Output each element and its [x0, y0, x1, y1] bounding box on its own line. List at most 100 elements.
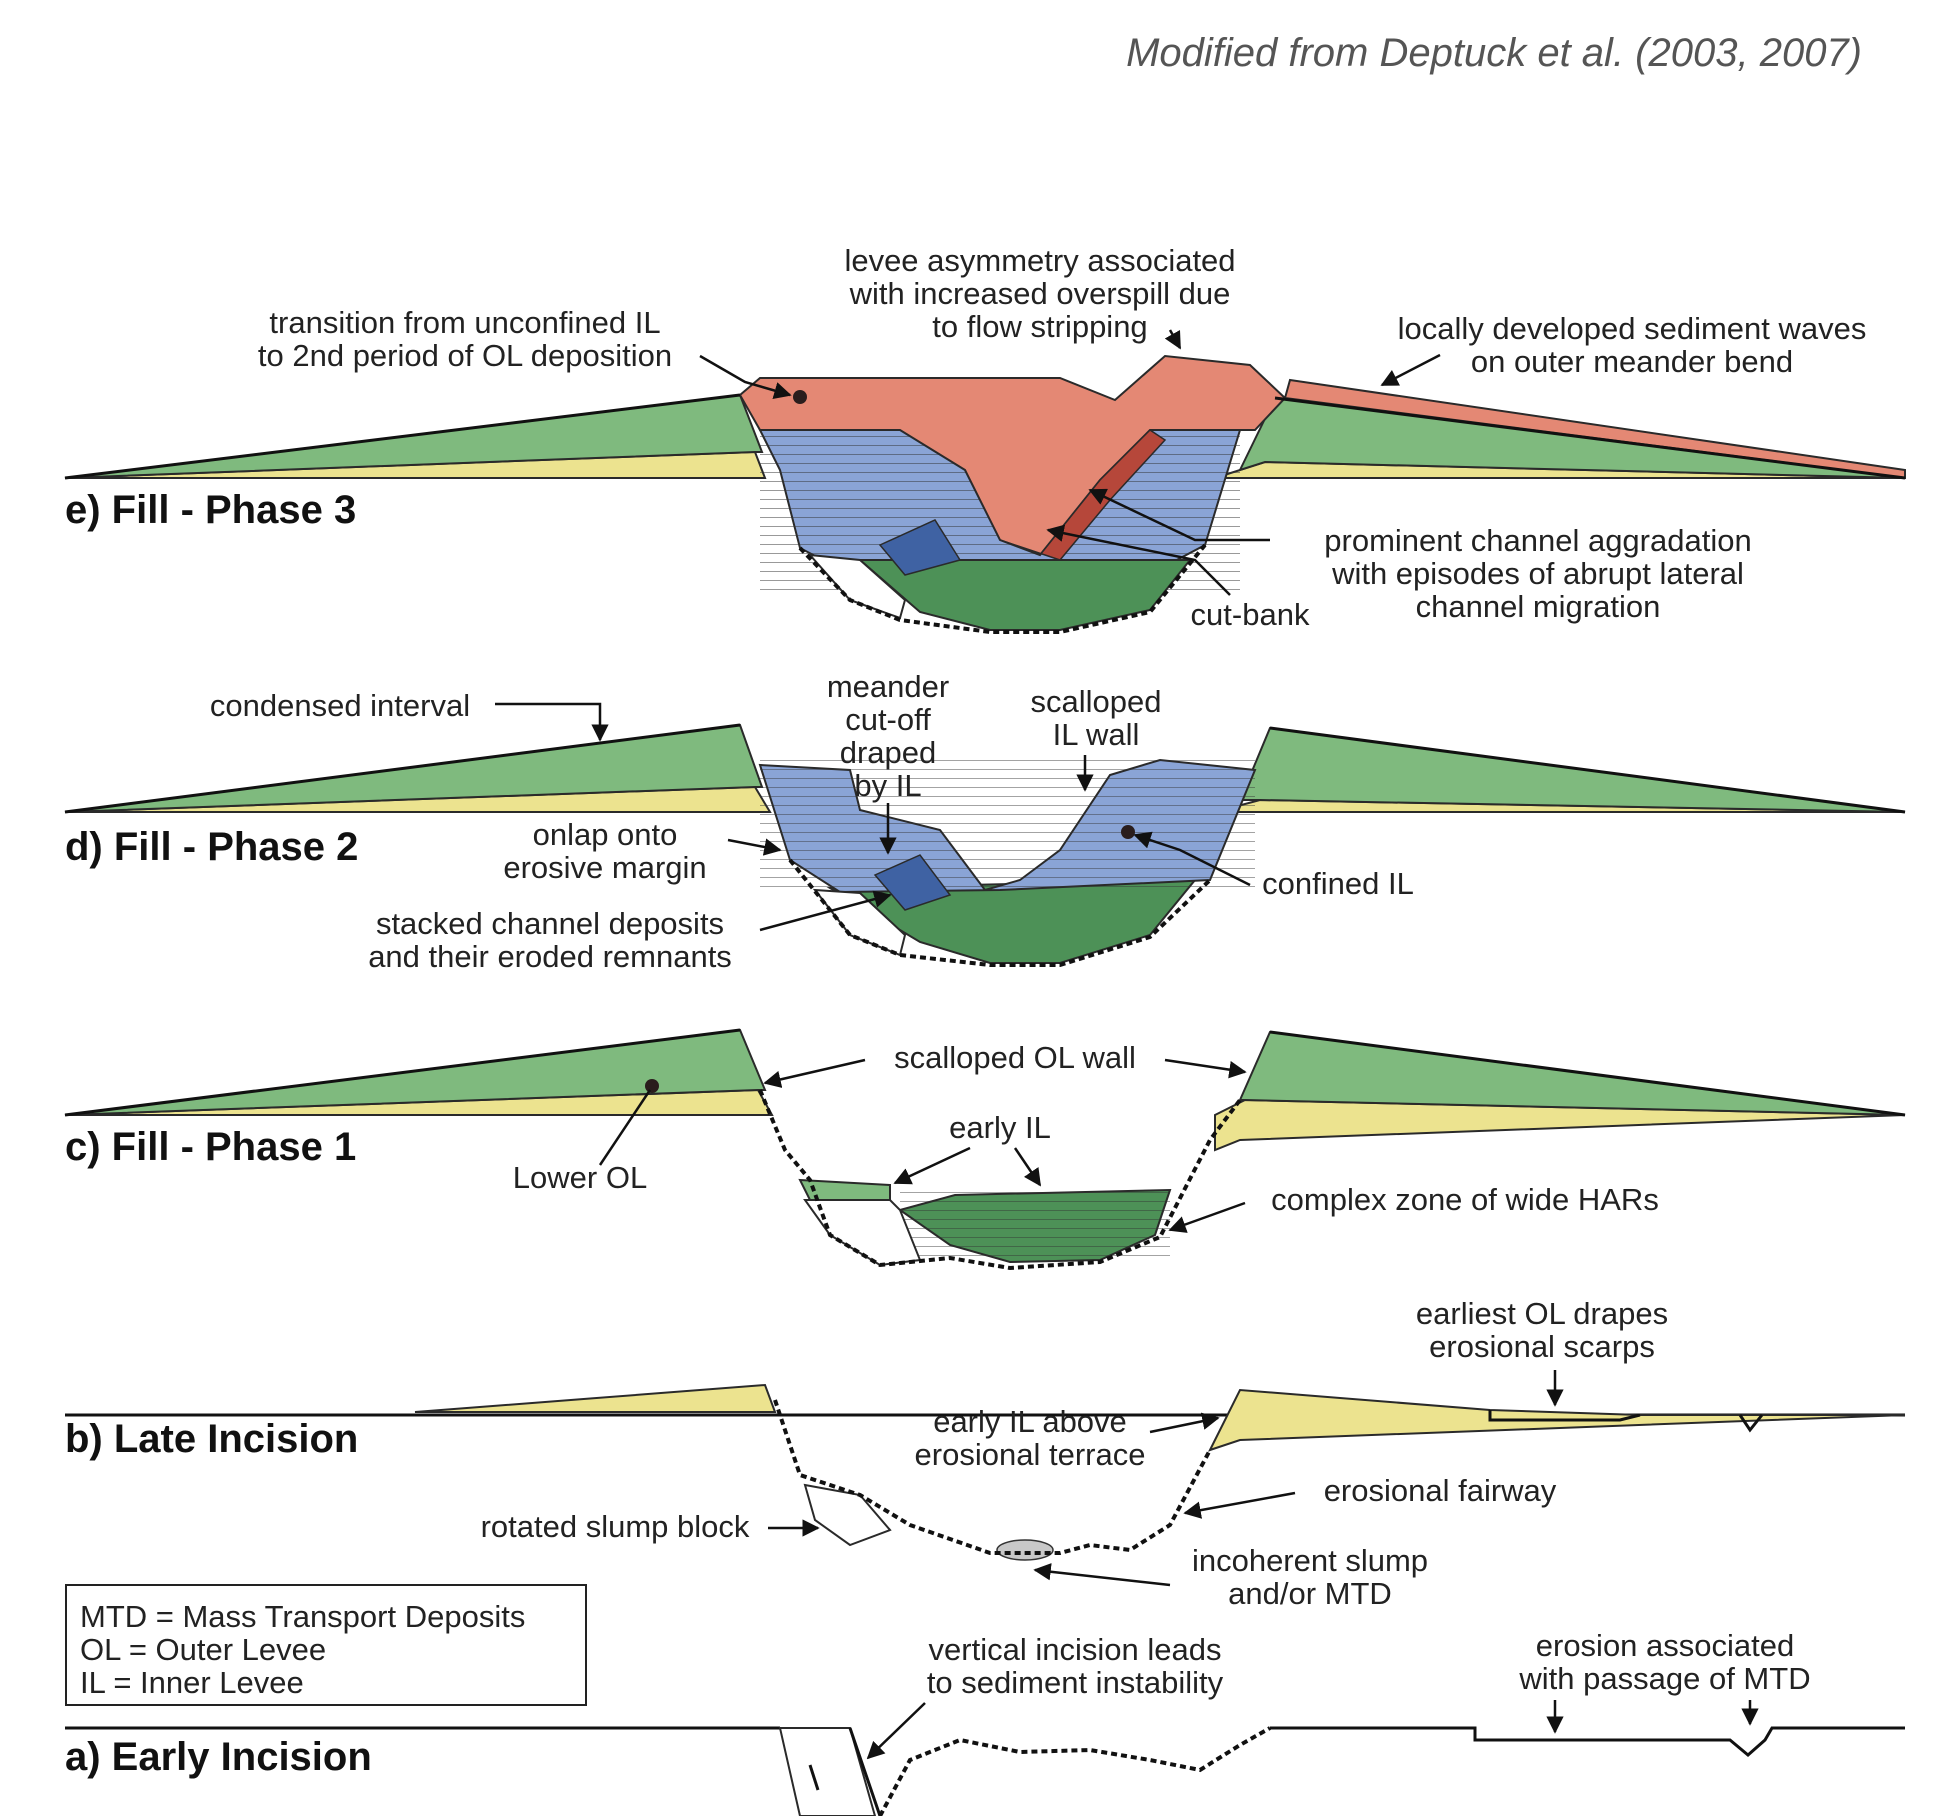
annotation-text: to sediment instability: [927, 1665, 1224, 1700]
surface-right: [1269, 1030, 1906, 1117]
annotation-text: incoherent slump: [1192, 1543, 1428, 1578]
arrow: [1183, 1491, 1296, 1519]
lower-outer-levee-left: [414, 1383, 777, 1413]
phase-3-fill: [738, 354, 1287, 557]
erosion-surface: [878, 1726, 1271, 1816]
erosion-base: [758, 1089, 1242, 1271]
arrow: [1046, 524, 1231, 596]
annotation-text: erosional terrace: [915, 1437, 1146, 1472]
panel-c-fill-phase-1: c) Fill - Phase 1 scalloped OL wall earl…: [64, 1028, 1906, 1271]
annotation-text: channel migration: [1416, 589, 1661, 624]
slump-wedge: [778, 1727, 877, 1816]
slump-mark: [808, 1764, 820, 1791]
leader-line: [598, 1089, 652, 1166]
annotation-text: Lower OL: [513, 1160, 647, 1195]
annotation-text: erosional fairway: [1324, 1473, 1557, 1508]
annotation-text: on outer meander bend: [1471, 344, 1793, 379]
annotation-text: rotated slump block: [481, 1509, 750, 1544]
annotation-text: prominent channel aggradation: [1324, 523, 1751, 558]
annotation-text: vertical incision leads: [929, 1632, 1222, 1667]
annotation-text: by IL: [854, 768, 921, 803]
legend-line-il: IL = Inner Levee: [80, 1665, 304, 1700]
arrow: [893, 1146, 971, 1185]
annotation-text: and their eroded remnants: [368, 939, 732, 974]
marker-dot: [793, 390, 807, 404]
arrow: [1380, 353, 1441, 387]
annotation-text: scalloped OL wall: [894, 1040, 1136, 1075]
annotation-text: and/or MTD: [1228, 1576, 1392, 1611]
annotation-text: condensed interval: [210, 688, 470, 723]
stacked-channel-deposit: [873, 854, 952, 911]
annotation-text: to 2nd period of OL deposition: [258, 338, 672, 373]
annotation-text: scalloped: [1031, 684, 1162, 719]
panel-b-label: b) Late Incision: [65, 1417, 358, 1461]
datum-line-right: [1270, 1726, 1905, 1757]
annotation-text: transition from unconfined IL: [269, 305, 660, 340]
annotation-text: erosive margin: [503, 850, 706, 885]
scarp: [1488, 1410, 1641, 1422]
annotation-text: with increased overspill due: [849, 276, 1231, 311]
annotation-text: locally developed sediment waves: [1398, 311, 1867, 346]
annotation-text: cut-bank: [1191, 597, 1310, 632]
arrow: [1164, 1058, 1247, 1079]
annotation-text: erosion associated: [1536, 1628, 1795, 1663]
annotation-text: draped: [840, 735, 937, 770]
panel-c-label: c) Fill - Phase 1: [65, 1125, 356, 1169]
arrow: [1168, 1201, 1246, 1233]
arrow: [866, 1702, 926, 1760]
arrow: [1033, 1563, 1171, 1587]
erosion-surface: [773, 1399, 1212, 1555]
panel-e-fill-phase-3: e) Fill - Phase 3 transition from unconf…: [64, 243, 1906, 634]
arrow: [1164, 329, 1182, 350]
legend-line-ol: OL = Outer Levee: [80, 1632, 326, 1667]
panel-b-late-incision: b) Late Incision earliest OL drapes eros…: [65, 1296, 1906, 1611]
phase-3-channel-axis: [999, 429, 1167, 561]
notch: [1738, 1414, 1764, 1433]
legend-line-mtd: MTD = Mass Transport Deposits: [80, 1599, 525, 1634]
panel-a-early-incision: a) Early Incision vertical incision lead…: [65, 1628, 1905, 1816]
arrow: [1013, 1147, 1042, 1187]
annotation-text: earliest OL drapes: [1416, 1296, 1668, 1331]
arrow: [1133, 831, 1251, 887]
surface-right: [1269, 726, 1906, 814]
surface-left: [64, 1028, 741, 1117]
erosion-base: [798, 543, 1207, 634]
annotation-text: early IL: [949, 1110, 1051, 1145]
annotation-text: early IL above: [933, 1404, 1127, 1439]
annotation-text: IL wall: [1053, 717, 1140, 752]
annotation-text: meander: [827, 669, 949, 704]
arrow: [495, 702, 609, 742]
annotation-text: complex zone of wide HARs: [1271, 1182, 1659, 1217]
panel-a-label: a) Early Incision: [65, 1735, 372, 1779]
erosion-base: [788, 858, 1212, 967]
surface-left: [64, 393, 741, 480]
stacked-channel-deposit: [878, 519, 962, 576]
rotated-slump-block: [803, 1483, 892, 1547]
arrow: [759, 890, 892, 932]
panel-d-fill-phase-2: d) Fill - Phase 2 condensed interval mea…: [64, 669, 1906, 974]
annotation-text: erosional scarps: [1429, 1329, 1655, 1364]
incision-wall: [848, 1727, 882, 1816]
arrow: [699, 354, 792, 400]
marker-dot: [645, 1079, 659, 1093]
abbreviation-legend: MTD = Mass Transport Deposits OL = Outer…: [65, 1584, 587, 1706]
annotation-text: levee asymmetry associated: [844, 243, 1235, 278]
arrow: [727, 838, 782, 856]
marker-dot: [1121, 825, 1135, 839]
mtd-blob: [996, 1539, 1054, 1561]
surface-left: [64, 723, 741, 814]
annotation-text: with passage of MTD: [1518, 1661, 1810, 1696]
legend-box: [65, 1584, 587, 1706]
panel-d-label: d) Fill - Phase 2: [65, 825, 358, 869]
surface-right: [1274, 396, 1906, 480]
annotation-text: onlap onto: [533, 817, 678, 852]
figure-credit: Modified from Deptuck et al. (2003, 2007…: [1126, 31, 1862, 75]
annotation-text: confined IL: [1262, 866, 1414, 901]
annotation-text: with episodes of abrupt lateral: [1331, 556, 1744, 591]
slump-block: [812, 888, 907, 957]
annotation-text: cut-off: [845, 702, 931, 737]
annotation-text: stacked channel deposits: [376, 906, 724, 941]
arrow: [1149, 1412, 1220, 1434]
panel-e-label: e) Fill - Phase 3: [65, 488, 356, 532]
